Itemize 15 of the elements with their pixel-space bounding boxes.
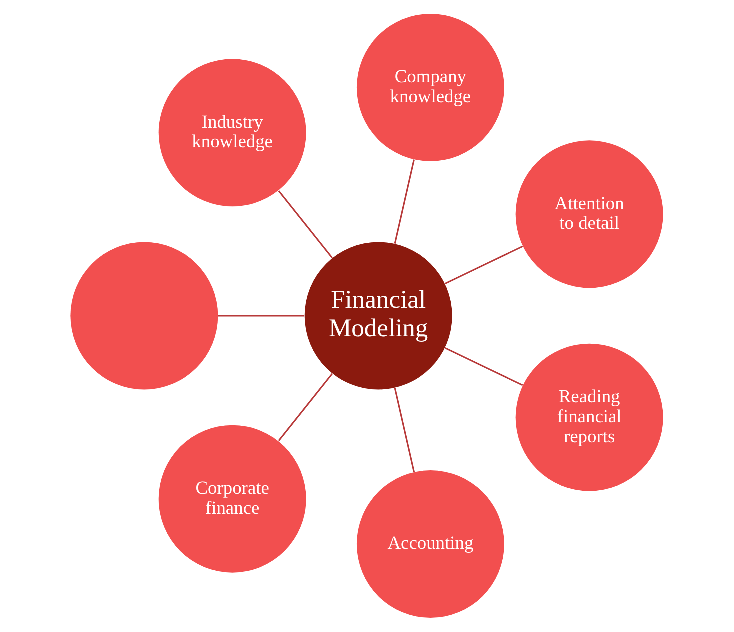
node-circle — [70, 242, 218, 390]
node-circle: Corporate finance — [158, 425, 306, 573]
connector — [218, 315, 304, 317]
node-circle: Industry knowledge — [158, 59, 306, 207]
connector — [278, 373, 334, 442]
connector — [445, 347, 524, 386]
node-circle: Attention to detail — [516, 140, 664, 288]
connector — [445, 246, 524, 285]
node-circle: Accounting — [356, 470, 504, 618]
node-circle: Reading financial reports — [516, 344, 664, 492]
node-circle: Company knowledge — [356, 14, 504, 162]
connector — [394, 160, 415, 244]
connector — [278, 190, 334, 259]
connector — [394, 388, 415, 472]
node-circle: Financial Modeling — [304, 242, 452, 390]
